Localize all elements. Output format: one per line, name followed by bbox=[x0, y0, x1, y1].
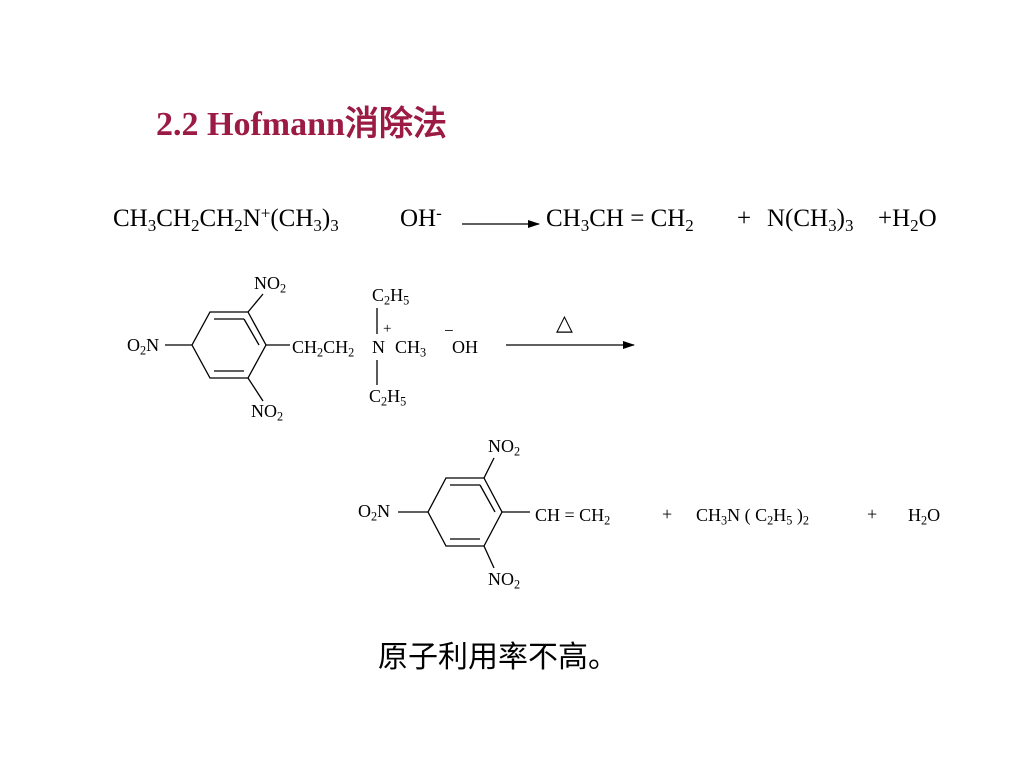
product-water: H2O bbox=[908, 505, 941, 528]
reactant-benzene-ring bbox=[191, 311, 267, 379]
heat-condition: △ bbox=[556, 310, 573, 335]
product-amine: CH3N ( C2H5 )2 bbox=[696, 505, 810, 528]
product-plus-1: + bbox=[662, 504, 673, 524]
reactant-bond-bottom-no2 bbox=[247, 377, 264, 402]
reactant-bond-top-no2 bbox=[247, 293, 264, 313]
product-bond-top-no2 bbox=[483, 457, 495, 479]
reaction1-product-water: +H2O bbox=[878, 205, 937, 236]
reactant-ethyl-top: C2H5 bbox=[372, 285, 410, 308]
reaction1-product-alkene: CH3CH = CH2 bbox=[546, 205, 694, 236]
product-plus-2: + bbox=[867, 504, 878, 524]
reactant-nitrogen: N bbox=[372, 337, 385, 357]
product-bond-bottom-no2 bbox=[483, 545, 495, 569]
reaction1-reactant: CH3CH2CH2N+(CH3)3 bbox=[113, 203, 339, 236]
product-benzene-ring bbox=[427, 477, 503, 547]
product-vinyl: CH = CH2 bbox=[535, 505, 611, 528]
product-no2-bottom: NO2 bbox=[488, 569, 521, 592]
slide-title: 2.2 Hofmann消除法 bbox=[156, 106, 447, 143]
reactant-chain: CH2CH2 bbox=[292, 337, 355, 360]
reaction1-product-amine: N(CH3)3 bbox=[767, 205, 854, 236]
reactant-ethyl-bottom: C2H5 bbox=[369, 386, 407, 409]
reaction1-counterion: OH- bbox=[400, 203, 442, 232]
product-o2n-left: O2N bbox=[358, 501, 391, 524]
product-no2-top: NO2 bbox=[488, 436, 521, 459]
reaction1-plus: + bbox=[737, 205, 752, 232]
reactant-counterion: OH bbox=[452, 337, 478, 357]
reactant-no2-bottom: NO2 bbox=[251, 401, 284, 424]
reactant-n-methyl: CH3 bbox=[395, 337, 427, 360]
footer-note: 原子利用率不高。 bbox=[378, 641, 618, 674]
reactant-no2-top: NO2 bbox=[254, 273, 287, 296]
positive-charge: + bbox=[383, 321, 392, 337]
negative-charge: − bbox=[444, 321, 454, 340]
reactant-o2n-left: O2N bbox=[127, 335, 160, 358]
